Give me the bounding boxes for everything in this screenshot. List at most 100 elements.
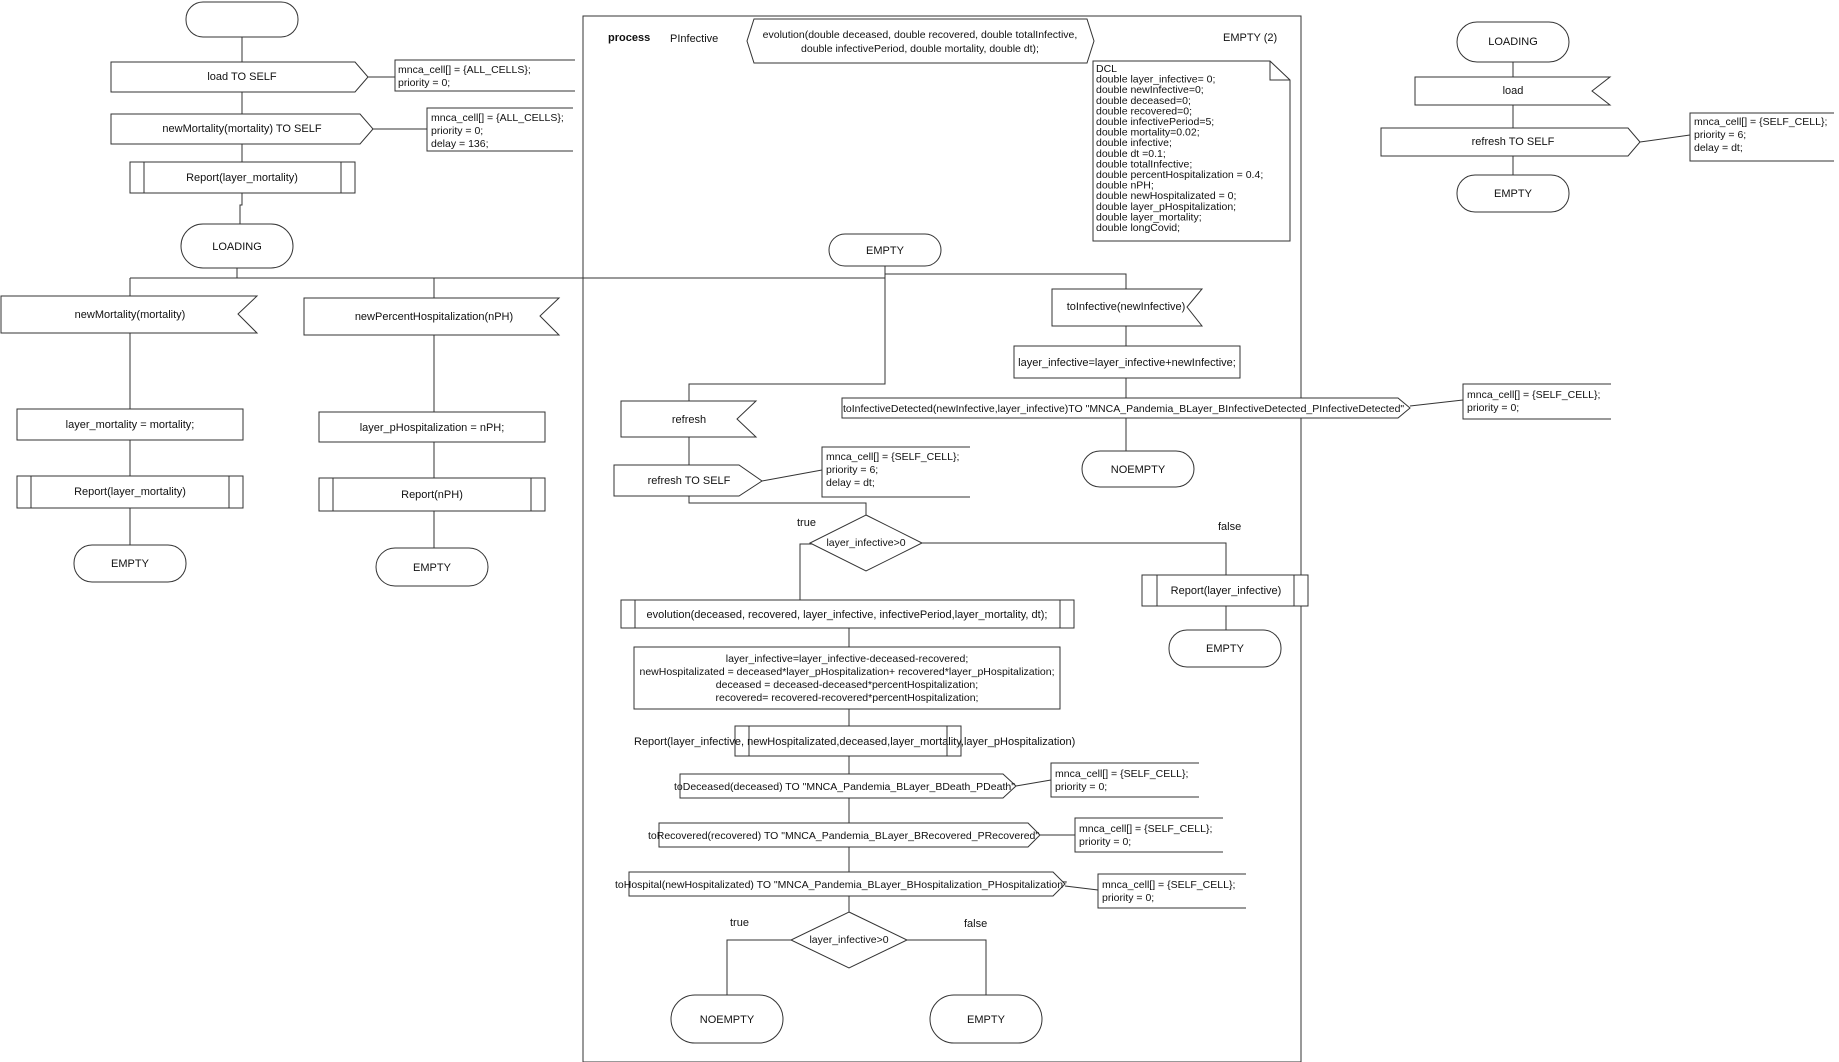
recovered-note: mnca_cell[] = {SELF_CELL}; priority = 0; xyxy=(1074,817,1223,853)
empty-end-state[interactable]: EMPTY xyxy=(929,994,1043,1044)
to-infective-input-signal[interactable]: toInfective(newInfective) xyxy=(1051,288,1204,327)
to-deceased-label: toDeceased(deceased) TO "MNCA_Pandemia_B… xyxy=(674,781,1015,793)
connector-lines xyxy=(129,37,1691,995)
evolution-procedure-call[interactable]: evolution(deceased, recovered, layer_inf… xyxy=(620,599,1075,629)
layer-phospitalization-task[interactable]: layer_pHospitalization = nPH; xyxy=(318,411,546,443)
decision-1-false-label: false xyxy=(1218,521,1241,533)
detected-note: mnca_cell[] = {SELF_CELL}; priority = 0; xyxy=(1462,383,1611,420)
empty-state-label: EMPTY xyxy=(866,245,905,257)
deceased-note: mnca_cell[] = {SELF_CELL}; priority = 0; xyxy=(1050,762,1199,798)
new-percent-hospitalization-label: newPercentHospitalization(nPH) xyxy=(355,311,513,323)
layer-mortality-task-label: layer_mortality = mortality; xyxy=(66,419,195,431)
hospitalization-empty-label: EMPTY xyxy=(413,562,452,574)
dcl-line: double newInfective=0; xyxy=(1096,84,1204,96)
dcl-line: double recovered=0; xyxy=(1096,105,1192,117)
dcl-line: DCL xyxy=(1096,63,1117,75)
dcl-line: double layer_mortality; xyxy=(1096,211,1202,223)
report-layer-infective-label: Report(layer_infective) xyxy=(1171,585,1282,597)
report-nph-procedure[interactable]: Report(nPH) xyxy=(318,477,546,512)
load-input-signal[interactable]: load xyxy=(1414,76,1612,106)
refresh-signal-label: refresh xyxy=(672,414,706,426)
noempty-end-state[interactable]: NOEMPTY xyxy=(670,994,784,1044)
to-infective-detected-output[interactable]: toInfectiveDetected(newInfective,layer_i… xyxy=(841,397,1411,419)
to-recovered-output[interactable]: toRecovered(recovered) TO "MNCA_Pandemia… xyxy=(648,822,1041,848)
noempty-top-label: NOEMPTY xyxy=(1111,464,1166,476)
process-frame xyxy=(582,15,1302,1062)
new-mortality-signal-label: newMortality(mortality) xyxy=(75,309,186,321)
refresh-note-line-1: mnca_cell[] = {SELF_CELL}; xyxy=(826,451,959,463)
loading-empty-state[interactable]: EMPTY xyxy=(1456,174,1570,213)
new-mortality-input-signal[interactable]: newMortality(mortality) xyxy=(0,295,259,334)
loading-right-label: LOADING xyxy=(1488,36,1538,48)
start-terminal[interactable] xyxy=(185,1,299,38)
compute-task[interactable]: layer_infective=layer_infective-deceased… xyxy=(633,646,1061,710)
deceased-note-line-1: mnca_cell[] = {SELF_CELL}; xyxy=(1055,768,1188,780)
empty-after-false-label: EMPTY xyxy=(1206,643,1245,655)
compute-line-4: recovered= recovered-recovered*percentHo… xyxy=(716,692,979,704)
deceased-note-line-2: priority = 0; xyxy=(1055,781,1107,793)
new-mortality-note: mnca_cell[] = {ALL_CELLS}; priority = 0;… xyxy=(426,107,573,152)
process-keyword: process xyxy=(608,32,650,44)
report-layer-mortality-procedure[interactable]: Report(layer_mortality) xyxy=(16,475,244,509)
refresh-right-note-line-2: priority = 6; xyxy=(1694,129,1746,141)
layer-mortality-task[interactable]: layer_mortality = mortality; xyxy=(16,408,244,441)
mortality-empty-state[interactable]: EMPTY xyxy=(73,544,187,583)
refresh-right-note-line-3: delay = dt; xyxy=(1694,142,1743,154)
refresh-to-self-output[interactable]: refresh TO SELF xyxy=(613,464,763,497)
refresh-note: mnca_cell[] = {SELF_CELL}; priority = 6;… xyxy=(821,446,970,498)
process-signature-box: evolution(double deceased, double recove… xyxy=(746,18,1095,64)
to-hospital-output[interactable]: toHospital(newHospitalizated) TO "MNCA_P… xyxy=(615,871,1067,897)
to-recovered-label: toRecovered(recovered) TO "MNCA_Pandemia… xyxy=(648,830,1039,842)
to-deceased-output[interactable]: toDeceased(deceased) TO "MNCA_Pandemia_B… xyxy=(674,773,1017,799)
refresh-to-self-label: refresh TO SELF xyxy=(648,475,731,487)
to-infective-signal-label: toInfective(newInfective) xyxy=(1067,301,1186,313)
load-note: mnca_cell[] = {ALL_CELLS}; priority = 0; xyxy=(394,59,575,92)
report-layer-infective-procedure[interactable]: Report(layer_infective) xyxy=(1141,574,1309,607)
new-mortality-to-self-output[interactable]: newMortality(mortality) TO SELF xyxy=(110,113,374,145)
dcl-line: double mortality=0.02; xyxy=(1096,127,1200,139)
to-hospital-label: toHospital(newHospitalizated) TO "MNCA_P… xyxy=(615,879,1067,891)
to-infective-detected-label: toInfectiveDetected(newInfective,layer_i… xyxy=(843,403,1404,415)
decision-2-label: layer_infective>0 xyxy=(809,934,888,946)
report-mortality-procedure[interactable]: Report(layer_mortality) xyxy=(129,161,356,194)
dcl-line: double deceased=0; xyxy=(1096,95,1191,107)
dcl-line: double longCovid; xyxy=(1096,222,1180,234)
empty-after-false-state[interactable]: EMPTY xyxy=(1168,629,1282,668)
refresh-input-signal[interactable]: refresh xyxy=(620,400,758,438)
new-percent-hospitalization-input-signal[interactable]: newPercentHospitalization(nPH) xyxy=(303,297,561,336)
dcl-line: double infective; xyxy=(1096,137,1172,149)
hospital-note: mnca_cell[] = {SELF_CELL}; priority = 0; xyxy=(1097,873,1246,909)
load-signal-label: load xyxy=(1503,85,1524,97)
hospitalization-empty-state[interactable]: EMPTY xyxy=(375,547,489,587)
refresh-to-self-output-right[interactable]: refresh TO SELF xyxy=(1380,127,1641,157)
dcl-line: double layer_pHospitalization; xyxy=(1096,201,1236,213)
signature-line-2: double infectivePeriod, double mortality… xyxy=(801,43,1039,55)
compute-line-3: deceased = deceased-deceased*percentHosp… xyxy=(716,679,978,691)
refresh-note-line-2: priority = 6; xyxy=(826,464,878,476)
mortality-empty-label: EMPTY xyxy=(111,558,150,570)
hospital-note-line-2: priority = 0; xyxy=(1102,892,1154,904)
load-note-line-2: priority = 0; xyxy=(398,77,450,89)
dcl-line: double dt =0.1; xyxy=(1096,148,1166,160)
empty-end-label: EMPTY xyxy=(967,1014,1006,1026)
decision-layer-infective-1[interactable]: layer_infective>0 xyxy=(808,514,924,572)
noempty-end-label: NOEMPTY xyxy=(700,1014,755,1026)
report-all-procedure[interactable]: Report(layer_infective, newHospitalizate… xyxy=(634,725,1075,757)
load-to-self-label: load TO SELF xyxy=(207,71,277,83)
loading-state-label: LOADING xyxy=(212,241,262,253)
decision-layer-infective-2[interactable]: layer_infective>0 xyxy=(789,911,909,969)
load-to-self-output[interactable]: load TO SELF xyxy=(110,61,369,93)
report-all-label: Report(layer_infective, newHospitalizate… xyxy=(634,736,1075,748)
compute-line-1: layer_infective=layer_infective-deceased… xyxy=(726,653,969,665)
empty-state[interactable]: EMPTY xyxy=(828,233,942,267)
loading-state-top[interactable]: LOADING xyxy=(180,223,294,269)
loading-state-right[interactable]: LOADING xyxy=(1456,21,1570,63)
decision-1-true-label: true xyxy=(797,517,816,529)
noempty-state-top[interactable]: NOEMPTY xyxy=(1081,450,1195,488)
layer-phospitalization-task-label: layer_pHospitalization = nPH; xyxy=(360,422,505,434)
to-infective-task[interactable]: layer_infective=layer_infective+newInfec… xyxy=(1013,345,1241,379)
detected-note-line-1: mnca_cell[] = {SELF_CELL}; xyxy=(1467,389,1600,401)
